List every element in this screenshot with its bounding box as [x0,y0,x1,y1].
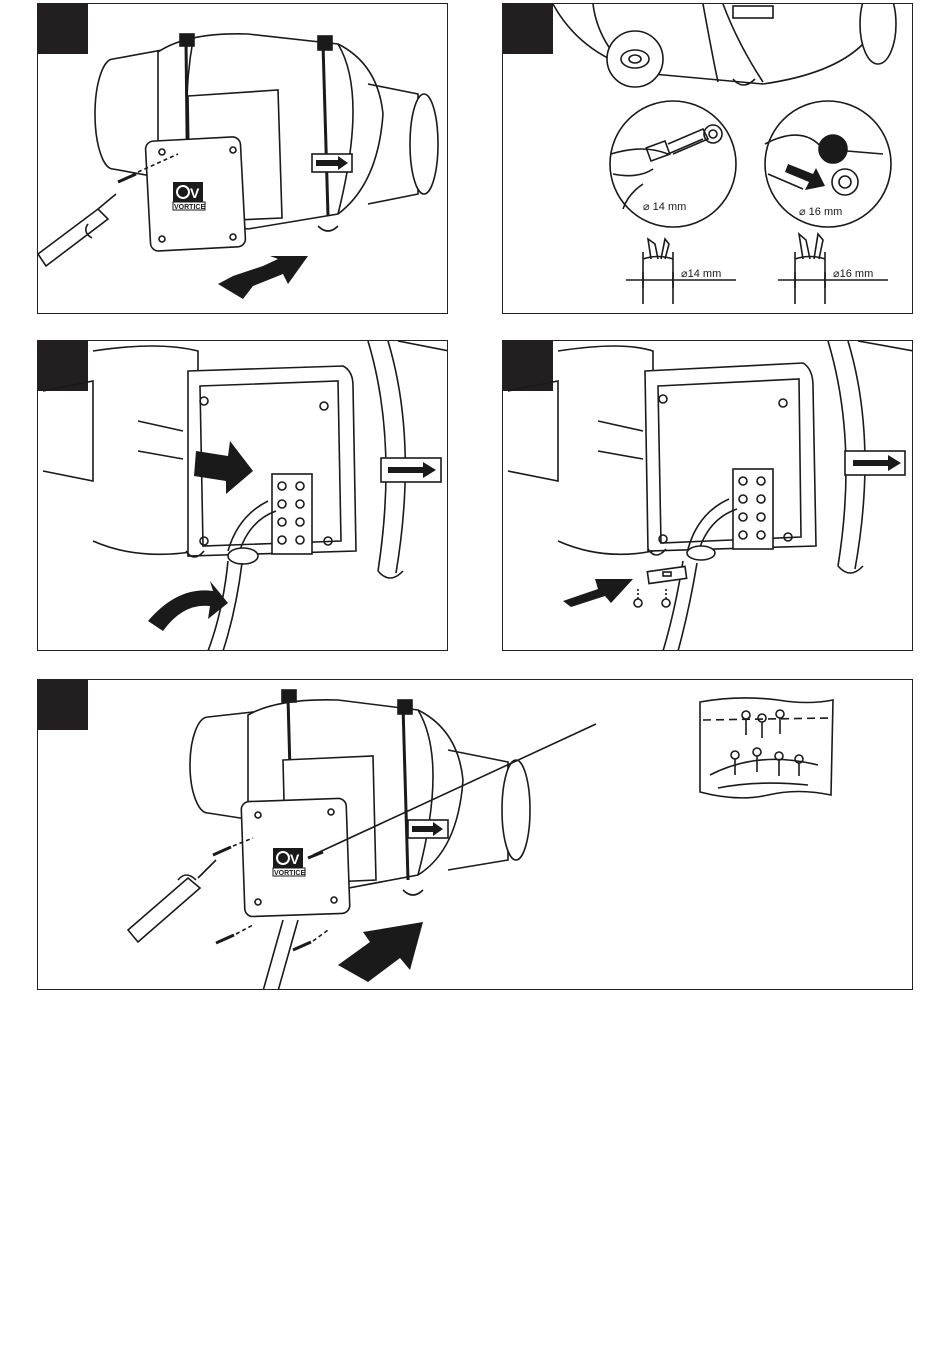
cable-right-label: ⌀16 mm [833,268,873,280]
brand-logo: V VORTICE [273,848,305,877]
step-4-illustration [503,341,913,651]
arrow-icon [338,922,423,982]
cable-left-label: ⌀14 mm [681,268,721,280]
svg-text:V: V [190,185,200,201]
step-4-panel [502,340,913,651]
screw-bag-icon [700,698,833,798]
terminal-block-icon [733,469,773,549]
detail-right-label: ⌀ 16 mm [799,206,842,218]
step-1-panel: V VORTICE [37,3,448,314]
step-3-illustration [38,341,448,651]
step-3-panel [37,340,448,651]
detail-left-label: ⌀ 14 mm [643,201,686,213]
step-1-illustration: V VORTICE [38,4,448,314]
svg-text:VORTICE: VORTICE [274,870,305,877]
step-5-illustration: V VORTICE [38,680,913,990]
arrow-icon [563,579,633,607]
step-5-panel: V VORTICE [37,679,913,990]
svg-text:VORTICE: VORTICE [174,204,205,211]
svg-text:V: V [290,851,300,867]
step-2-illustration: ⌀ 14 mm ⌀ 16 mm ⌀14 mm ⌀16 mm [503,4,913,314]
cable-clamp-icon [647,566,686,583]
terminal-block-icon [272,474,312,554]
brand-logo: V VORTICE [173,182,205,211]
step-2-panel: ⌀ 14 mm ⌀ 16 mm ⌀14 mm ⌀16 mm [502,3,913,314]
screw-icon [634,589,670,607]
